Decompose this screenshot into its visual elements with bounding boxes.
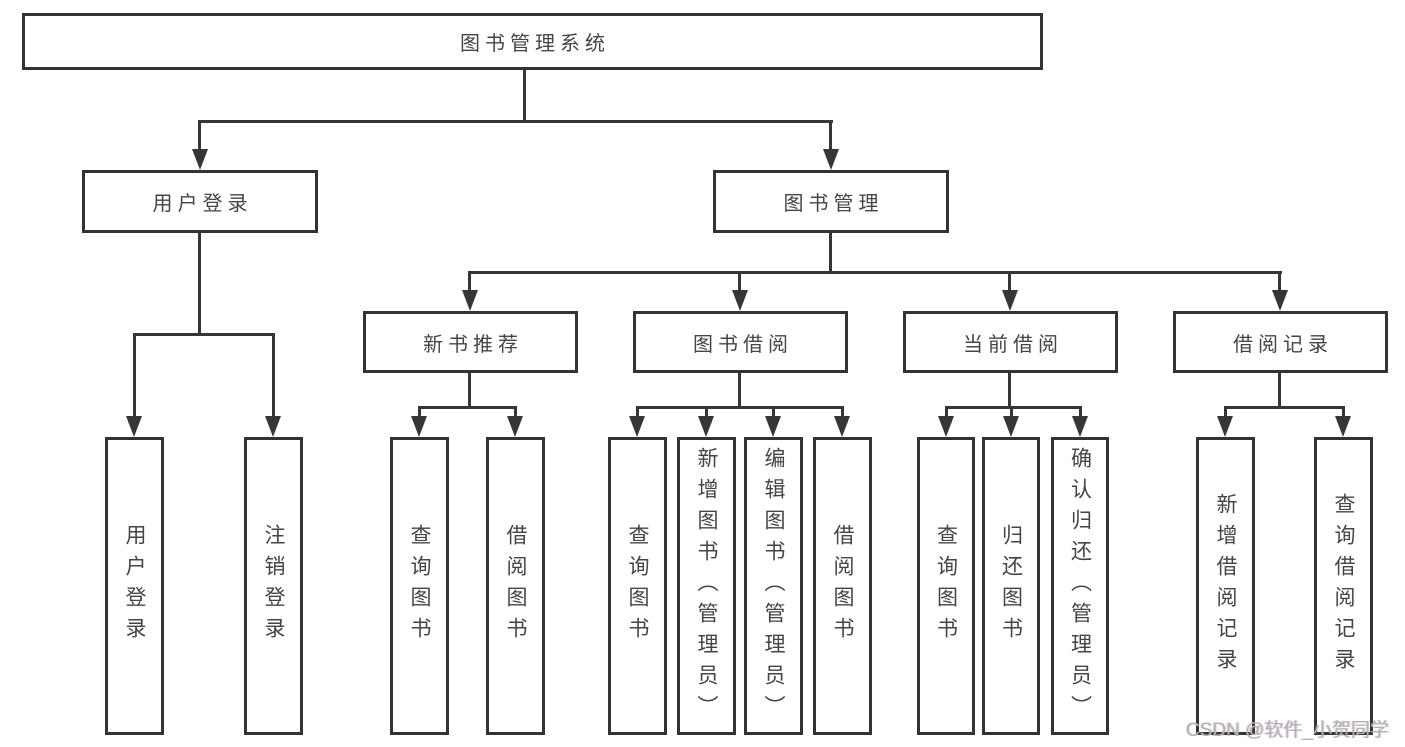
arrowhead-user-login [192, 149, 208, 170]
arrowhead-g2-2 [507, 416, 523, 437]
arrowhead-g4-2 [1003, 416, 1019, 437]
arrowhead-g4-3 [1072, 416, 1088, 437]
connector-user-login-split [133, 333, 275, 336]
leaf-logout: 注销登录 [244, 437, 303, 735]
arrowhead-g2-1 [411, 416, 427, 437]
arrowhead-g3-1 [629, 416, 645, 437]
node-borrow-records-label: 借阅记录 [1233, 333, 1333, 356]
node-book-management: 图书管理 [713, 170, 949, 233]
leaf-recommend-borrow-book: 借阅图书 [486, 437, 545, 735]
connector-borrow-split [636, 406, 844, 409]
leaf-borrow-query-book: 查询图书 [608, 437, 667, 735]
connector-arm-borrow-records [1278, 271, 1281, 291]
leaf-borrow-borrow-book: 借阅图书 [813, 437, 872, 735]
leaf-add-borrow-record: 新增借阅记录 [1196, 437, 1255, 735]
leaf-current-query-book-label: 查询图书 [934, 524, 958, 648]
leaf-user-login-label: 用户登录 [123, 524, 146, 648]
leaf-current-query-book: 查询图书 [917, 437, 975, 735]
node-current-borrow-label: 当前借阅 [963, 333, 1063, 356]
connector-arm-current-borrow [1008, 271, 1011, 291]
leaf-user-login: 用户登录 [105, 437, 164, 735]
arrowhead-borrow-records [1272, 290, 1288, 311]
leaf-borrow-borrow-book-label: 借阅图书 [831, 524, 854, 648]
connector-arm-new-book [468, 271, 471, 291]
connector-arm-g4-2 [1010, 406, 1013, 418]
connector-arm-g2-1 [418, 406, 421, 418]
connector-records-split [1224, 406, 1345, 409]
arrowhead-book-management [823, 149, 839, 170]
arrowhead-leaf-logout [265, 416, 281, 437]
node-book-borrow-label: 图书借阅 [693, 333, 793, 356]
node-user-login-label: 用户登录 [152, 193, 253, 215]
arrowhead-leaf-user-login [126, 416, 142, 437]
arrowhead-g3-2 [698, 416, 714, 437]
connector-arm-book-management [829, 120, 832, 151]
connector-records-trunk [1278, 373, 1281, 408]
node-root: 图书管理系统 [22, 13, 1043, 70]
leaf-edit-book-admin-label: 编辑图书（管理员） [762, 446, 785, 726]
leaf-edit-book-admin: 编辑图书（管理员） [744, 437, 803, 735]
leaf-add-book-admin-label: 新增图书（管理员） [695, 446, 718, 726]
connector-arm-user-login [198, 120, 201, 151]
leaf-confirm-return-admin: 确认归还（管理员） [1051, 437, 1109, 735]
node-new-book-recommend-label: 新书推荐 [423, 333, 523, 356]
arrowhead-g5-2 [1335, 416, 1351, 437]
arrowhead-g4-1 [938, 416, 954, 437]
connector-arm-leaf-logout [272, 333, 275, 418]
leaf-query-borrow-record-label: 查询借阅记录 [1332, 493, 1355, 679]
connector-level1-split [198, 120, 833, 123]
connector-level2-split [468, 271, 1282, 274]
node-new-book-recommend: 新书推荐 [363, 311, 578, 373]
arrowhead-book-borrow [732, 290, 748, 311]
connector-recommend-split [418, 406, 517, 409]
connector-arm-g4-3 [1079, 406, 1082, 418]
csdn-watermark: CSDN @软件_小贺同学 [1186, 720, 1389, 741]
leaf-query-borrow-record: 查询借阅记录 [1314, 437, 1373, 735]
node-current-borrow: 当前借阅 [903, 311, 1118, 373]
leaf-return-book: 归还图书 [982, 437, 1040, 735]
arrowhead-new-book [462, 290, 478, 311]
connector-borrow-trunk [738, 373, 741, 408]
connector-arm-g5-1 [1224, 406, 1227, 418]
connector-book-management-trunk [829, 233, 832, 273]
node-user-login: 用户登录 [82, 170, 318, 233]
leaf-confirm-return-admin-label: 确认归还（管理员） [1068, 446, 1092, 726]
leaf-logout-label: 注销登录 [262, 524, 285, 648]
connector-arm-g3-3 [772, 406, 775, 418]
connector-arm-g5-2 [1342, 406, 1345, 418]
arrowhead-g3-3 [765, 416, 781, 437]
leaf-recommend-query-book-label: 查询图书 [408, 524, 431, 648]
connector-arm-g3-4 [841, 406, 844, 418]
node-borrow-records: 借阅记录 [1173, 311, 1388, 373]
connector-arm-g3-1 [636, 406, 639, 418]
connector-current-trunk [1008, 373, 1011, 408]
node-book-management-label: 图书管理 [783, 193, 884, 215]
connector-current-split [945, 406, 1082, 409]
leaf-return-book-label: 归还图书 [999, 524, 1023, 648]
leaf-recommend-borrow-book-label: 借阅图书 [504, 524, 527, 648]
connector-user-login-trunk [198, 233, 201, 335]
node-book-borrow: 图书借阅 [633, 311, 848, 373]
leaf-borrow-query-book-label: 查询图书 [626, 524, 649, 648]
arrowhead-current-borrow [1002, 290, 1018, 311]
node-root-label: 图书管理系统 [460, 33, 610, 55]
connector-arm-leaf-user-login [133, 333, 136, 418]
connector-arm-g3-2 [705, 406, 708, 418]
leaf-add-borrow-record-label: 新增借阅记录 [1214, 493, 1237, 679]
connector-root-trunk [523, 70, 526, 122]
connector-recommend-trunk [468, 373, 471, 408]
connector-arm-g2-2 [514, 406, 517, 418]
connector-arm-g4-1 [945, 406, 948, 418]
connector-arm-book-borrow [738, 271, 741, 291]
arrowhead-g3-4 [834, 416, 850, 437]
leaf-add-book-admin: 新增图书（管理员） [677, 437, 736, 735]
arrowhead-g5-1 [1217, 416, 1233, 437]
leaf-recommend-query-book: 查询图书 [390, 437, 449, 735]
